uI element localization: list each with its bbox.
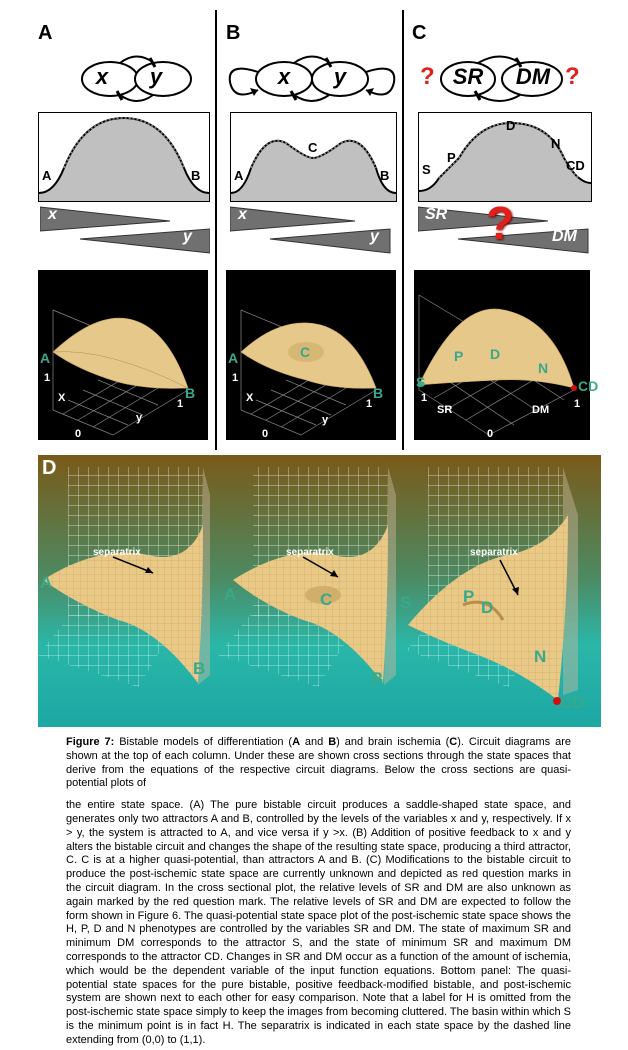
plot-a-tick-1a: 1 bbox=[44, 372, 50, 384]
wedge-label-a-y: y bbox=[183, 228, 192, 246]
plot-c-tick-0: 0 bbox=[487, 428, 493, 440]
plot-a-axis-y: y bbox=[136, 412, 142, 424]
d2-attractor-B: B bbox=[371, 669, 383, 689]
node-dm: DM bbox=[510, 64, 556, 90]
question-mark-center: ? bbox=[486, 196, 514, 250]
plot-c-axis-dm: DM bbox=[532, 404, 549, 416]
cs-label-c-D: D bbox=[506, 118, 515, 133]
circuit-diagram-b bbox=[222, 52, 402, 107]
cs-label-c-S: S bbox=[422, 162, 431, 177]
cs-label-c-P: P bbox=[447, 150, 456, 165]
cs-label-a-B: B bbox=[191, 168, 200, 183]
quasi-potential-plot-a bbox=[38, 270, 208, 440]
cross-section-c bbox=[418, 112, 592, 202]
separatrix-label-3: separatrix bbox=[470, 547, 518, 558]
plot-b-tick-0: 0 bbox=[262, 428, 268, 440]
plot-c-attractor-S: S bbox=[416, 374, 425, 390]
wedge-label-c-dm: DM bbox=[552, 228, 577, 246]
separatrix-label-1: separatrix bbox=[93, 547, 141, 558]
plot-a-attractor-B: B bbox=[185, 385, 195, 401]
cs-label-c-CD: CD bbox=[566, 158, 585, 173]
d2-attractor-C: C bbox=[320, 590, 332, 610]
cs-label-a-A: A bbox=[42, 168, 51, 183]
node-sr: SR bbox=[446, 64, 490, 90]
caption-and: and bbox=[300, 736, 328, 748]
bottom-panel-d: D separatrix separatrix separatrix A B A… bbox=[38, 455, 601, 727]
plot-b-axis-y: y bbox=[322, 414, 328, 426]
d3-attractor-N: N bbox=[534, 647, 546, 667]
plot-b-tick-1b: 1 bbox=[366, 398, 372, 410]
plot-b-tick-1a: 1 bbox=[232, 372, 238, 384]
plot-c-attractor-N: N bbox=[538, 360, 548, 376]
plot-a-tick-0: 0 bbox=[75, 428, 81, 440]
d3-attractor-P: P bbox=[463, 587, 474, 607]
node-y-a: y bbox=[136, 64, 176, 90]
node-y-b: y bbox=[320, 64, 360, 90]
plot-c-tick-1a: 1 bbox=[421, 392, 427, 404]
plot-c-attractor-CD: CD bbox=[578, 378, 598, 394]
node-x-a: x bbox=[82, 64, 122, 90]
wedge-label-b-y: y bbox=[370, 228, 379, 246]
panel-letter-b: B bbox=[226, 22, 240, 45]
plot-c-axis-sr: SR bbox=[437, 404, 452, 416]
wedge-label-a-x: x bbox=[48, 206, 57, 224]
caption-mid: ) and brain ischemia ( bbox=[336, 736, 449, 748]
circuit-diagram-a bbox=[58, 52, 208, 107]
plot-c-attractor-D: D bbox=[490, 346, 500, 362]
plot-a-tick-1b: 1 bbox=[177, 398, 183, 410]
question-mark-left: ? bbox=[420, 63, 435, 91]
cs-label-b-C: C bbox=[308, 140, 317, 155]
d2-attractor-A: A bbox=[224, 585, 236, 605]
plot-b-attractor-B: B bbox=[373, 385, 383, 401]
question-mark-right: ? bbox=[565, 63, 580, 91]
panel-letter-d: D bbox=[42, 457, 56, 480]
d1-attractor-A: A bbox=[40, 573, 52, 593]
plot-b-attractor-C: C bbox=[300, 344, 310, 360]
cross-section-a bbox=[38, 112, 210, 202]
plot-c-tick-1b: 1 bbox=[574, 398, 580, 410]
separatrix-label-2: separatrix bbox=[286, 547, 334, 558]
figure-caption: Figure 7: Bistable models of differentia… bbox=[66, 736, 571, 1048]
cross-section-b bbox=[230, 112, 397, 202]
quasi-potential-plot-b bbox=[226, 270, 396, 440]
plot-a-attractor-A: A bbox=[40, 350, 50, 366]
d3-attractor-S: S bbox=[400, 593, 411, 613]
panel-letter-c: C bbox=[412, 22, 426, 45]
caption-title: Figure 7: bbox=[66, 736, 114, 748]
caption-a: A bbox=[292, 736, 300, 748]
panel-letter-a: A bbox=[38, 22, 52, 45]
cs-label-b-A: A bbox=[234, 168, 243, 183]
d3-attractor-CD: CD bbox=[560, 693, 585, 713]
column-divider-2 bbox=[402, 10, 404, 450]
plot-c-attractor-P: P bbox=[454, 348, 463, 364]
caption-title-text: Bistable models of differentiation ( bbox=[114, 736, 292, 748]
cs-label-c-N: N bbox=[551, 136, 560, 151]
caption-lead: Figure 7: Bistable models of differentia… bbox=[66, 736, 571, 791]
node-x-b: x bbox=[264, 64, 304, 90]
plot-b-attractor-A: A bbox=[228, 350, 238, 366]
caption-b: B bbox=[328, 736, 336, 748]
wedge-label-c-sr: SR bbox=[425, 206, 447, 224]
d3-attractor-D: D bbox=[481, 598, 493, 618]
caption-body: the entire state space. (A) The pure bis… bbox=[66, 799, 571, 1047]
wedge-label-b-x: x bbox=[238, 206, 247, 224]
plot-b-axis-x: X bbox=[246, 392, 253, 404]
plot-a-axis-x: X bbox=[58, 392, 65, 404]
column-divider-1 bbox=[215, 10, 217, 450]
cs-label-b-B: B bbox=[380, 168, 389, 183]
d1-attractor-B: B bbox=[193, 659, 205, 679]
